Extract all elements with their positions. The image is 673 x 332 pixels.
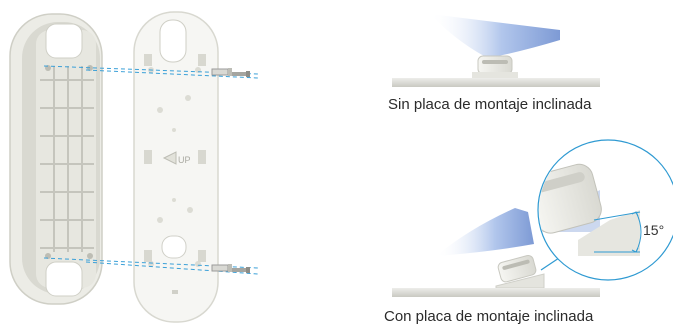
plate-up-text: UP: [178, 155, 191, 165]
caption-with-bracket: Con placa de montaje inclinada: [384, 308, 594, 325]
mounting-plate: UP: [133, 11, 219, 323]
scene-with-bracket: [392, 208, 600, 297]
angle-indicator: [593, 211, 642, 253]
detail-callout: [537, 139, 673, 281]
caption-without-bracket: Sin placa de montaje inclinada: [388, 96, 592, 113]
scene-without-bracket: [392, 14, 600, 87]
screws: [211, 68, 250, 273]
back-shell: [9, 13, 103, 305]
angle-label: 15°: [643, 222, 665, 238]
